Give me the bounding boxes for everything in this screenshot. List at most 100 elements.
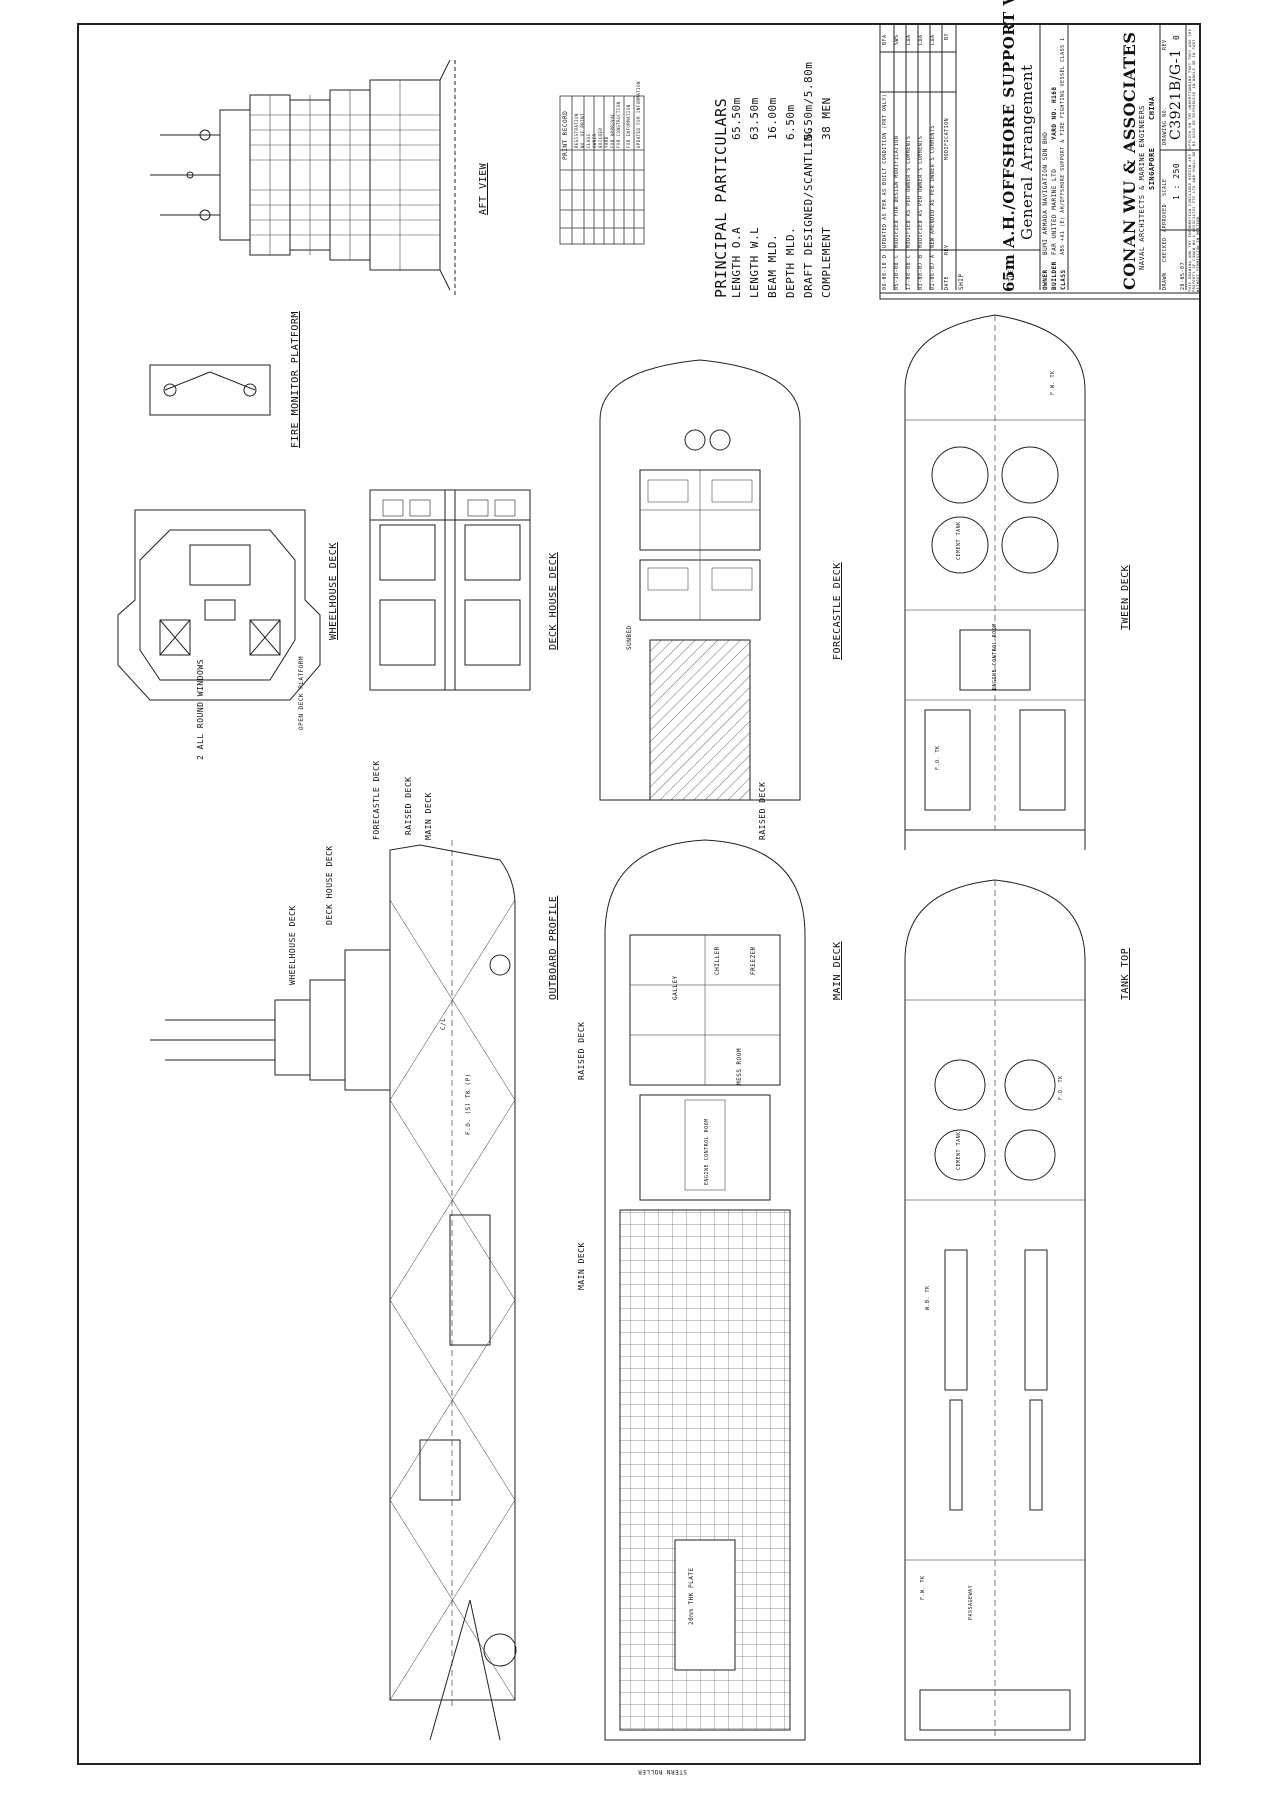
particular-value: 16.00m (766, 97, 779, 140)
owner-label: OWNER (1042, 269, 1049, 290)
title-block (879, 23, 1201, 300)
particular-value: 6.50m (784, 104, 797, 140)
wheelhouse-deck-title: WHEELHOUSE DECK (328, 542, 339, 640)
drawing-date: 28-05-07 (1180, 261, 1186, 290)
print-record-row: BUILDER (598, 127, 603, 148)
print-record-row: CLASS (586, 133, 591, 148)
profile-wheelhouse-deck: WHEELHOUSE DECK (288, 905, 297, 985)
title-label: TITLE (1008, 269, 1015, 290)
vessel-title: 65m A.H./OFFSHORE SUPPORT VESSEL (1000, 0, 1018, 292)
revision-rev: D (882, 254, 888, 258)
revision-text: MODIFIED AS PER OWNER'S COMMENTS (906, 135, 912, 248)
print-record-row: YARD (604, 136, 609, 148)
profile-deck-house-deck: DECK HOUSE DECK (325, 845, 334, 925)
revision-by: SWS (894, 34, 900, 45)
profile-main-deck: MAIN DECK (424, 792, 433, 840)
revision-date: 08-08-10 (882, 261, 888, 290)
revision-date: 03-08-07 (918, 261, 924, 290)
revision-text: NEW AMENDED AS PER OWNER'S COMMENTS (930, 125, 936, 248)
tank-top-title: TANK TOP (1120, 947, 1131, 1000)
office-china: CHINA (1148, 96, 1156, 120)
tween-deck-drawing (904, 314, 1086, 850)
particular-label: BEAM MLD. (766, 233, 779, 298)
main-freezer: FREEZER (750, 946, 757, 975)
tween-deck-title: TWEEN DECK (1120, 564, 1131, 630)
aft-view-title: AFT VIEW (478, 162, 489, 215)
drawing-rev: 0 (1172, 34, 1181, 40)
checked-label: CHECKED (1162, 237, 1168, 262)
revision-header-rev: REV (944, 244, 950, 255)
profile-fo-tank: F.O. (S) TK (P) (465, 1073, 472, 1135)
main-galley: GALLEY (672, 975, 679, 1000)
company-name: CONAN WU & ASSOCIATES (1120, 31, 1139, 290)
particular-label: DEPTH MLD. (784, 226, 797, 298)
revision-rev: C (894, 254, 900, 258)
print-record-table (559, 95, 645, 245)
deck-house-deck-title: DECK HOUSE DECK (548, 552, 559, 650)
revision-text: UPDATED AS PER AS BUILT CONDITION (PRT O… (882, 93, 888, 248)
profile-raised-deck: RAISED DECK (404, 776, 413, 835)
forecastle-deck-title: FORECASTLE DECK (832, 562, 843, 660)
ship-label: SHIP (958, 273, 965, 290)
revision-rev: A (930, 254, 936, 258)
disclaimer: THIS DRAWING AND THE INFORMATION CONTAIN… (1188, 28, 1200, 292)
revision-text: MODIFIED FOR DESIGN MODIFICATION (894, 135, 900, 248)
print-record-row: FOR CONSTRUCTION (616, 101, 621, 148)
tank-top-drawing (904, 879, 1086, 1741)
revision-by: BFA (882, 34, 888, 45)
fire-monitor-platform-drawing (149, 364, 271, 416)
drawn-label: DRAWN (1162, 272, 1168, 290)
particular-label: LENGTH W.L (748, 226, 761, 298)
tank-top-fw: F.W. TK (920, 1575, 926, 1600)
main-engine-control: ENGINE CONTROL ROOM (704, 1118, 710, 1185)
office-singapore: SINGAPORE (1148, 147, 1156, 190)
print-record-heading: PRINT RECORD (562, 110, 569, 160)
particular-value: 65.50m (730, 97, 743, 140)
particulars-heading: PRINCIPAL PARTICULARS (712, 97, 730, 298)
particular-value: 63.50m (748, 97, 761, 140)
tween-fw-tank: F.W. TK (1050, 370, 1056, 395)
wheelhouse-deck-drawing (117, 509, 321, 701)
revision-header-by: BY (944, 32, 950, 40)
tank-top-cement: CEMENT TANK (956, 1131, 962, 1170)
revision-by: LUA (930, 34, 936, 45)
revision-rev: C (906, 254, 912, 258)
drawing-number: C3921B/G-1 (1168, 48, 1184, 140)
print-record-row: OWNER (592, 133, 597, 148)
outboard-profile-drawing (150, 840, 517, 1741)
particular-label: LENGTH O.A (730, 226, 743, 298)
builder-value: FAR UNITED MARINE LTD (1051, 168, 1058, 255)
tank-top-fo: F.O. TK (1058, 1075, 1064, 1100)
scale-label: SCALE (1162, 178, 1168, 196)
revision-rev: B (918, 254, 924, 258)
tween-fo-tank: F.O. TK (935, 745, 941, 770)
aft-view-drawing (150, 59, 456, 295)
particular-label: COMPLEMENT (820, 226, 833, 298)
tween-engine-control: ENGINE CONTROL ROOM (992, 623, 998, 690)
main-deck-drawing (604, 839, 806, 1741)
revision-date: 05-10-08 (894, 261, 900, 290)
builder-label: BUILDER (1051, 261, 1058, 290)
main-mess-room: MESS ROOM (736, 1047, 743, 1085)
sheet-border (77, 23, 1201, 1765)
deck-house-deck-drawing (369, 489, 531, 691)
wheelhouse-note: 2 ALL ROUND WINDOWS (196, 658, 205, 760)
company-subtitle: NAVAL ARCHITECTS & MARINE ENGINEERS (1138, 104, 1146, 270)
main-stern-roller: STERN ROLLER (637, 1768, 687, 1775)
yard-number: YARD NO. H168 (1051, 86, 1058, 140)
particular-label: DRAFT DESIGNED/SCANTLING (802, 127, 815, 298)
profile-centreline: C/L (440, 1017, 447, 1030)
outboard-profile-title: OUTBOARD PROFILE (548, 895, 559, 1000)
revision-date: 17-08-08 (906, 261, 912, 290)
main-main-deck: MAIN DECK (577, 1242, 586, 1290)
revision-date: 01-06-07 (930, 261, 936, 290)
particular-value: 38 MEN (820, 97, 833, 140)
revision-header-date: DATE (944, 275, 950, 290)
tank-top-wb: W.B. TK (925, 1285, 931, 1310)
owner-value: BUMI ARMADA NAVIGATION SDN BHD (1042, 131, 1049, 255)
class-label: CLASS (1060, 269, 1067, 290)
drawing-title: General Arrangement (1018, 64, 1036, 240)
print-record-row: NO. OF PRINT (580, 113, 585, 148)
revision-header-modification: MODIFICATION (944, 117, 950, 160)
